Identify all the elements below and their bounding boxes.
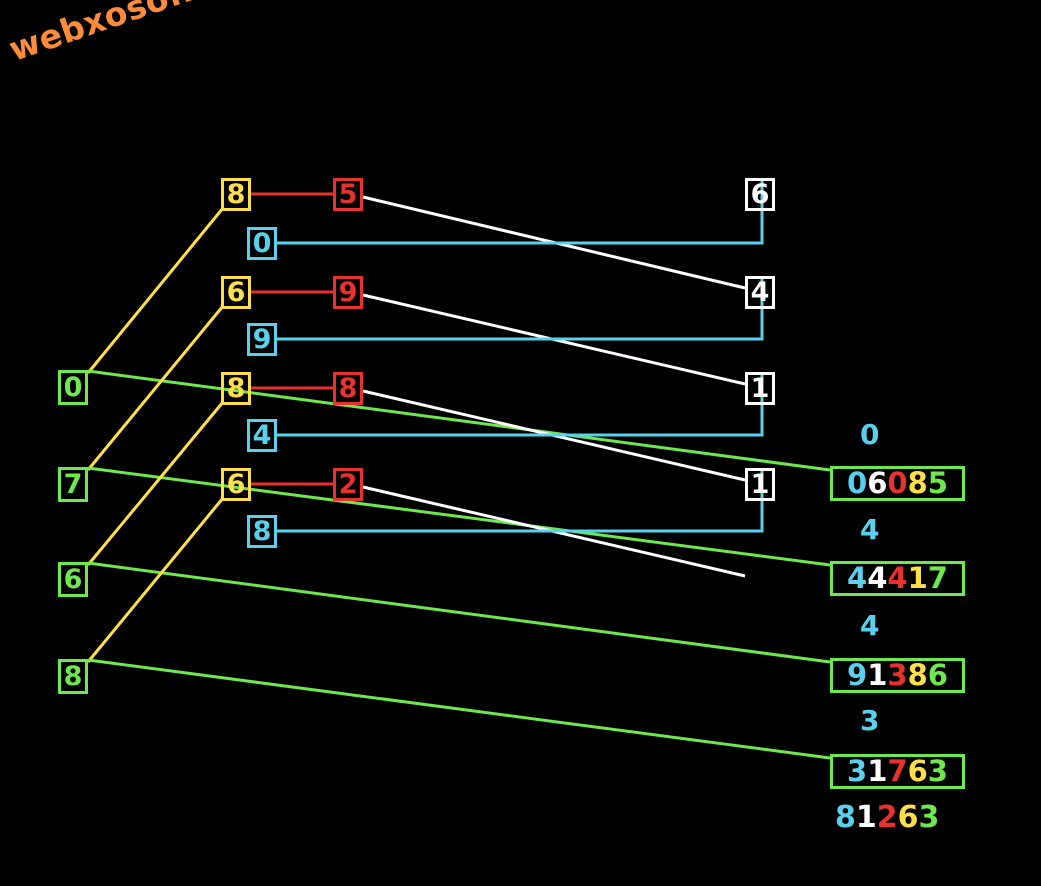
green-connector-0 bbox=[87, 369, 831, 472]
cyan-box-2-digit: 4 bbox=[252, 420, 272, 451]
bottom-number-digit-2: 2 bbox=[876, 800, 898, 835]
yellow-connector-0 bbox=[86, 207, 225, 374]
left-box-1: 7 bbox=[58, 467, 88, 502]
left-box-3-digit: 8 bbox=[63, 661, 83, 692]
result-box-2-digit-4: 6 bbox=[927, 658, 948, 692]
result-box-1-digit-2: 4 bbox=[887, 561, 908, 595]
result-box-1-digit-3: 1 bbox=[907, 561, 928, 595]
bottom-number-digit-0: 8 bbox=[835, 800, 856, 835]
white-box-0: 6 bbox=[745, 178, 775, 211]
white-box-2: 1 bbox=[745, 372, 775, 405]
yellow-box-3: 6 bbox=[221, 468, 251, 501]
cyan-connector-3 bbox=[277, 468, 764, 533]
left-box-3: 8 bbox=[58, 659, 88, 694]
red-box-1-digit: 9 bbox=[338, 277, 358, 308]
result-box-1-digit-1: 4 bbox=[867, 561, 888, 595]
white-box-0-digit: 6 bbox=[750, 179, 770, 210]
yellow-box-2-digit: 8 bbox=[226, 373, 246, 404]
cyan-box-3-digit: 8 bbox=[252, 516, 272, 547]
yellow-box-0: 8 bbox=[221, 178, 251, 211]
yellow-box-2: 8 bbox=[221, 372, 251, 405]
result-box-0-digit-3: 8 bbox=[907, 466, 928, 500]
cyan-box-3: 8 bbox=[247, 515, 277, 548]
white-box-3-digit: 1 bbox=[750, 469, 770, 500]
red-box-2: 8 bbox=[333, 372, 363, 405]
result-box-2-digit-0: 9 bbox=[847, 658, 868, 692]
yellow-box-1-digit: 6 bbox=[226, 277, 246, 308]
result-box-3-digit-1: 1 bbox=[867, 754, 888, 788]
left-box-2: 6 bbox=[58, 562, 88, 597]
yellow-connector-1 bbox=[86, 305, 225, 471]
red-box-3-digit: 2 bbox=[338, 469, 358, 500]
bottom-number-digit-3: 6 bbox=[897, 800, 919, 835]
result-box-3-digit-3: 6 bbox=[907, 754, 928, 788]
result-box-3-digit-0: 3 bbox=[847, 754, 868, 788]
cyan-label-0: 0 bbox=[860, 418, 880, 451]
cyan-connector-0 bbox=[277, 178, 764, 245]
cyan-box-1: 9 bbox=[247, 323, 277, 356]
cyan-connector-1 bbox=[277, 276, 764, 341]
white-box-3: 1 bbox=[745, 468, 775, 501]
left-box-0-digit: 0 bbox=[63, 372, 83, 403]
bottom-number-digit-1: 1 bbox=[855, 800, 877, 835]
white-box-1-digit: 4 bbox=[750, 277, 770, 308]
green-connector-1 bbox=[87, 466, 831, 567]
cyan-box-2: 4 bbox=[247, 419, 277, 452]
cyan-label-1: 4 bbox=[860, 513, 880, 546]
left-box-1-digit: 7 bbox=[63, 469, 83, 500]
result-box-1-digit-4: 7 bbox=[927, 561, 948, 595]
yellow-connector-3 bbox=[86, 497, 225, 663]
result-box-2-digit-3: 8 bbox=[907, 658, 928, 692]
result-box-3-digit-2: 7 bbox=[887, 754, 908, 788]
yellow-box-0-digit: 8 bbox=[226, 179, 246, 210]
bottom-number-digit-4: 3 bbox=[918, 800, 940, 835]
result-box-0-digit-1: 6 bbox=[867, 466, 888, 500]
cyan-box-0: 0 bbox=[247, 227, 277, 260]
red-box-3: 2 bbox=[333, 468, 363, 501]
result-box-1-digit-0: 4 bbox=[847, 561, 868, 595]
cyan-label-3: 3 bbox=[860, 704, 880, 737]
left-box-2-digit: 6 bbox=[63, 564, 83, 595]
red-box-2-digit: 8 bbox=[338, 373, 358, 404]
result-box-0-digit-2: 0 bbox=[887, 466, 908, 500]
result-box-0-digit-0: 0 bbox=[847, 466, 868, 500]
bottom-number: 81263 bbox=[835, 803, 939, 833]
yellow-connector-2 bbox=[86, 401, 225, 566]
yellow-box-1: 6 bbox=[221, 276, 251, 309]
result-box-3-digit-4: 3 bbox=[927, 754, 948, 788]
white-box-1: 4 bbox=[745, 276, 775, 309]
red-box-0-digit: 5 bbox=[338, 179, 358, 210]
red-box-0: 5 bbox=[333, 178, 363, 211]
cyan-label-2: 4 bbox=[860, 609, 880, 642]
red-box-1: 9 bbox=[333, 276, 363, 309]
white-box-2-digit: 1 bbox=[750, 373, 770, 404]
green-connector-3 bbox=[87, 658, 831, 760]
cyan-connector-2 bbox=[277, 372, 764, 437]
left-box-0: 0 bbox=[58, 370, 88, 405]
cyan-box-0-digit: 0 bbox=[252, 228, 272, 259]
cyan-box-1-digit: 9 bbox=[252, 324, 272, 355]
result-box-2-digit-2: 3 bbox=[887, 658, 908, 692]
result-box-0-digit-4: 5 bbox=[927, 466, 948, 500]
result-box-2-digit-1: 1 bbox=[867, 658, 888, 692]
yellow-box-3-digit: 6 bbox=[226, 469, 246, 500]
green-connector-2 bbox=[87, 561, 831, 664]
